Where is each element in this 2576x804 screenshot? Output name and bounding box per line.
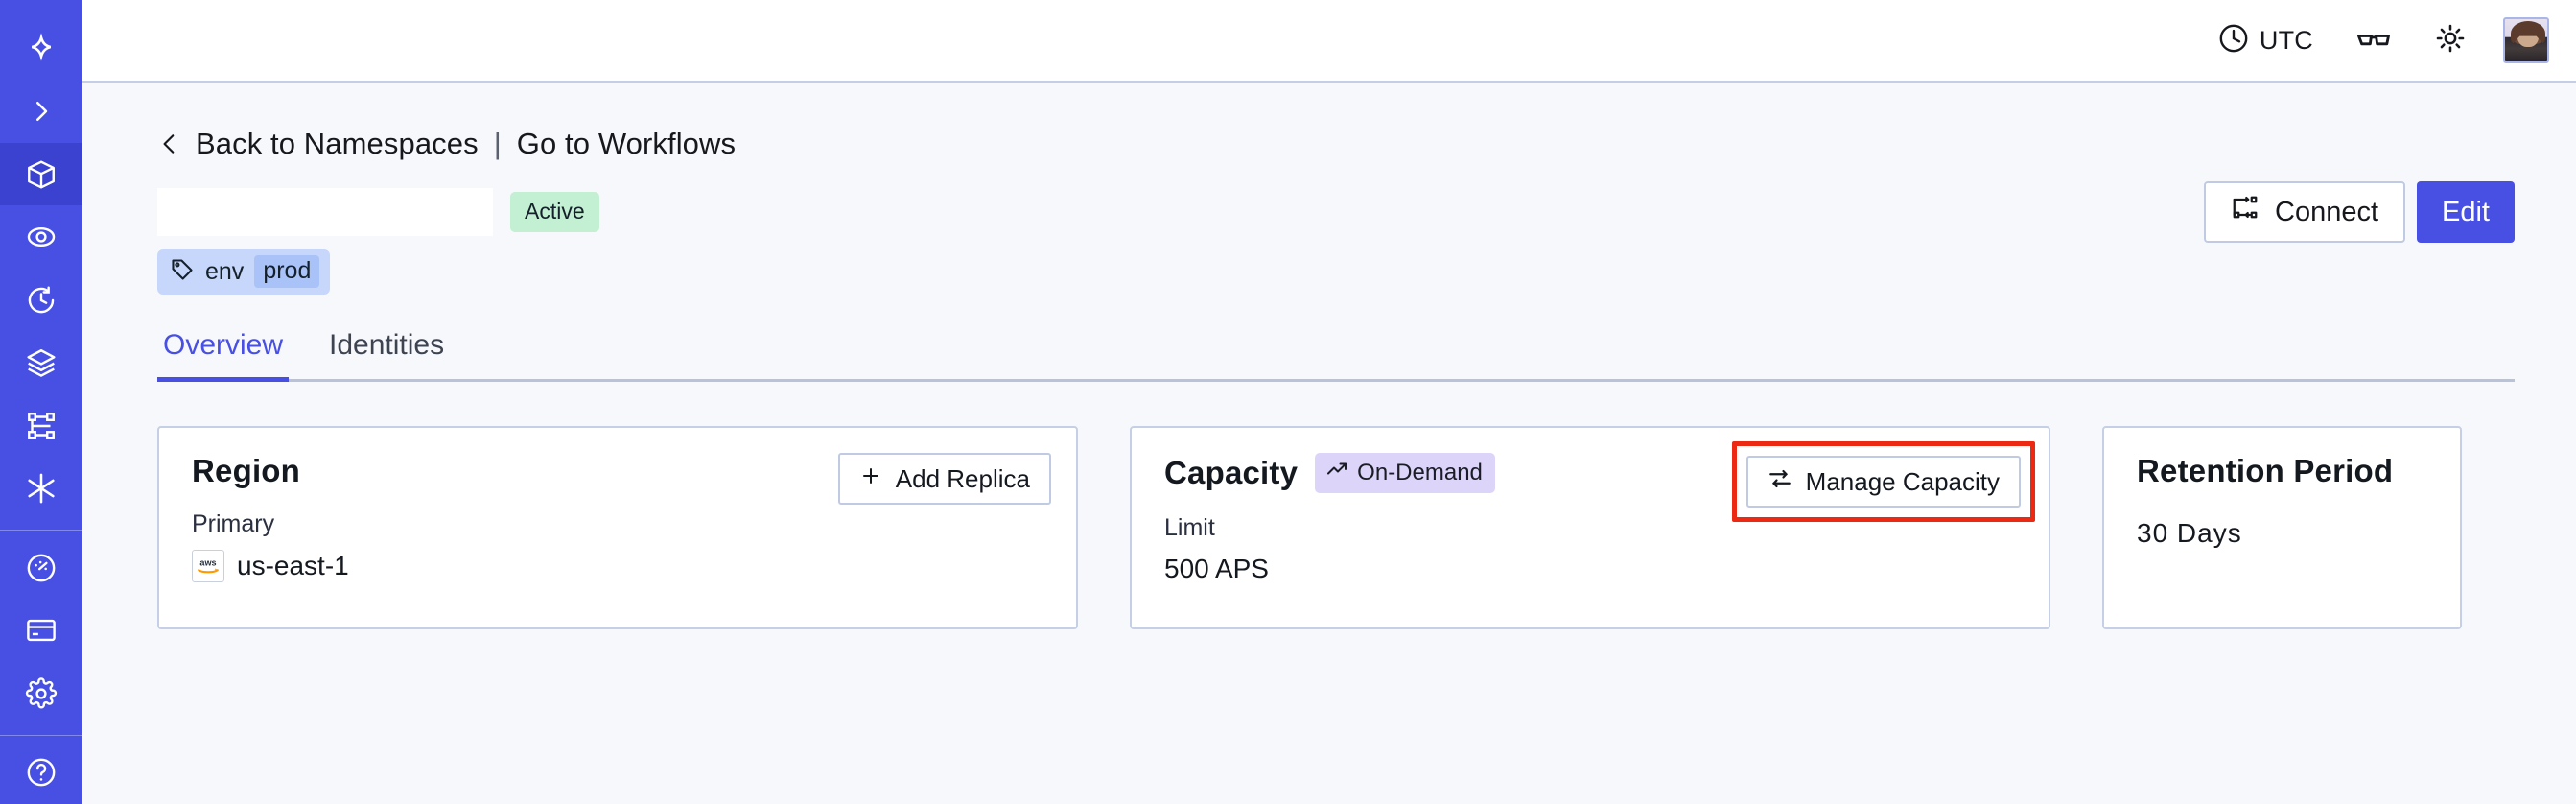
sidebar-item-observability[interactable] — [0, 205, 82, 269]
connect-flow-icon — [2231, 194, 2260, 230]
plus-icon — [859, 464, 882, 494]
sidebar-item-workflows[interactable] — [0, 394, 82, 458]
layers-icon — [25, 346, 58, 379]
manage-capacity-button[interactable]: Manage Capacity — [1745, 456, 2021, 508]
credit-card-icon — [25, 614, 58, 647]
asterisk-icon — [24, 471, 59, 506]
gauge-icon — [25, 552, 58, 584]
gear-icon — [25, 677, 58, 710]
namespace-title-redacted — [157, 188, 493, 236]
capacity-limit-label: Limit — [1164, 514, 1215, 541]
add-replica-label: Add Replica — [895, 463, 1030, 493]
tag-icon — [170, 257, 195, 287]
breadcrumb: Back to Namespaces | Go to Workflows — [157, 127, 2515, 161]
reading-mode-button[interactable] — [2334, 0, 2413, 82]
namespace-header: Active Connect — [157, 181, 2515, 243]
capacity-card-head: Capacity On-Demand — [1164, 453, 2018, 493]
avatar[interactable] — [2503, 17, 2549, 63]
top-bar: UTC — [82, 0, 2576, 83]
sidebar-item-help[interactable] — [0, 741, 82, 804]
tab-overview[interactable]: Overview — [157, 329, 290, 382]
retention-card: Retention Period 30 Days — [2102, 426, 2462, 629]
clock-history-icon — [25, 284, 58, 317]
sun-icon — [2434, 22, 2467, 59]
aws-logo-icon: aws — [192, 550, 224, 582]
header-actions: Connect Edit — [2204, 181, 2515, 243]
tag-row: env prod — [157, 249, 2515, 295]
eye-icon — [25, 221, 58, 253]
sidebar-item-billing[interactable] — [0, 599, 82, 662]
sidebar-divider-bottom — [0, 734, 82, 736]
retention-card-title: Retention Period — [2137, 453, 2394, 488]
sidebar-item-schedules[interactable] — [0, 269, 82, 332]
chevron-left-icon[interactable] — [157, 128, 182, 160]
main-area: UTC — [82, 0, 2576, 804]
connect-button[interactable]: Connect — [2204, 181, 2406, 243]
overview-cards: Region Add Replica Primary aws — [157, 426, 2515, 629]
breadcrumb-back-link[interactable]: Back to Namespaces — [196, 127, 479, 160]
manage-capacity-highlight: Manage Capacity — [1731, 441, 2035, 522]
sidebar-item-stack[interactable] — [0, 331, 82, 394]
breadcrumb-separator: | — [493, 127, 502, 160]
region-card-head: Region — [192, 453, 1045, 489]
edit-button-label: Edit — [2442, 196, 2490, 227]
cube-icon — [25, 158, 58, 191]
region-primary-label: Primary — [192, 510, 275, 537]
timezone-selector[interactable]: UTC — [2196, 0, 2334, 82]
edit-button[interactable]: Edit — [2417, 181, 2515, 243]
sidebar — [0, 0, 82, 804]
theme-toggle-button[interactable] — [2413, 0, 2488, 82]
sidebar-item-nexus[interactable] — [0, 457, 82, 520]
status-badge: Active — [510, 192, 599, 232]
namespace-tag[interactable]: env prod — [157, 249, 331, 295]
clock-icon — [2217, 22, 2250, 59]
retention-card-head: Retention Period — [2137, 453, 2429, 489]
trending-up-icon — [1325, 458, 1348, 487]
sliders-icon — [1768, 466, 1792, 498]
region-value-row: aws us-east-1 — [192, 550, 1045, 582]
glasses-icon — [2355, 20, 2392, 61]
sidebar-divider — [0, 529, 82, 531]
sidebar-item-namespaces[interactable] — [0, 142, 82, 206]
region-value: us-east-1 — [237, 551, 349, 580]
sidebar-item-settings[interactable] — [0, 662, 82, 725]
tab-bar: Overview Identities — [157, 329, 2515, 382]
capacity-card: Capacity On-Demand — [1130, 426, 2050, 629]
sidebar-item-usage[interactable] — [0, 536, 82, 600]
manage-capacity-label: Manage Capacity — [1805, 466, 2000, 496]
timezone-label: UTC — [2259, 25, 2313, 55]
connect-button-label: Connect — [2275, 196, 2379, 227]
capacity-mode-badge: On-Demand — [1315, 453, 1495, 493]
tag-key: env — [205, 257, 245, 285]
flow-branch-icon — [25, 410, 58, 442]
region-card-title: Region — [192, 453, 301, 488]
capacity-mode-label: On-Demand — [1357, 459, 1483, 485]
capacity-limit-value: 500 APS — [1164, 554, 1269, 583]
help-circle-icon — [25, 756, 58, 789]
svg-text:aws: aws — [199, 557, 216, 567]
capacity-card-title: Capacity — [1164, 455, 1299, 490]
page-content: Back to Namespaces | Go to Workflows Act… — [82, 83, 2576, 804]
sidebar-expand-button[interactable] — [0, 80, 82, 143]
retention-value: 30 Days — [2137, 518, 2242, 548]
tab-identities[interactable]: Identities — [329, 329, 445, 361]
tag-value: prod — [254, 255, 320, 288]
temporal-logo-icon[interactable] — [0, 13, 82, 80]
breadcrumb-workflows-link[interactable]: Go to Workflows — [516, 127, 737, 160]
add-replica-button[interactable]: Add Replica — [837, 453, 1051, 505]
region-card: Region Add Replica Primary aws — [157, 426, 1078, 629]
